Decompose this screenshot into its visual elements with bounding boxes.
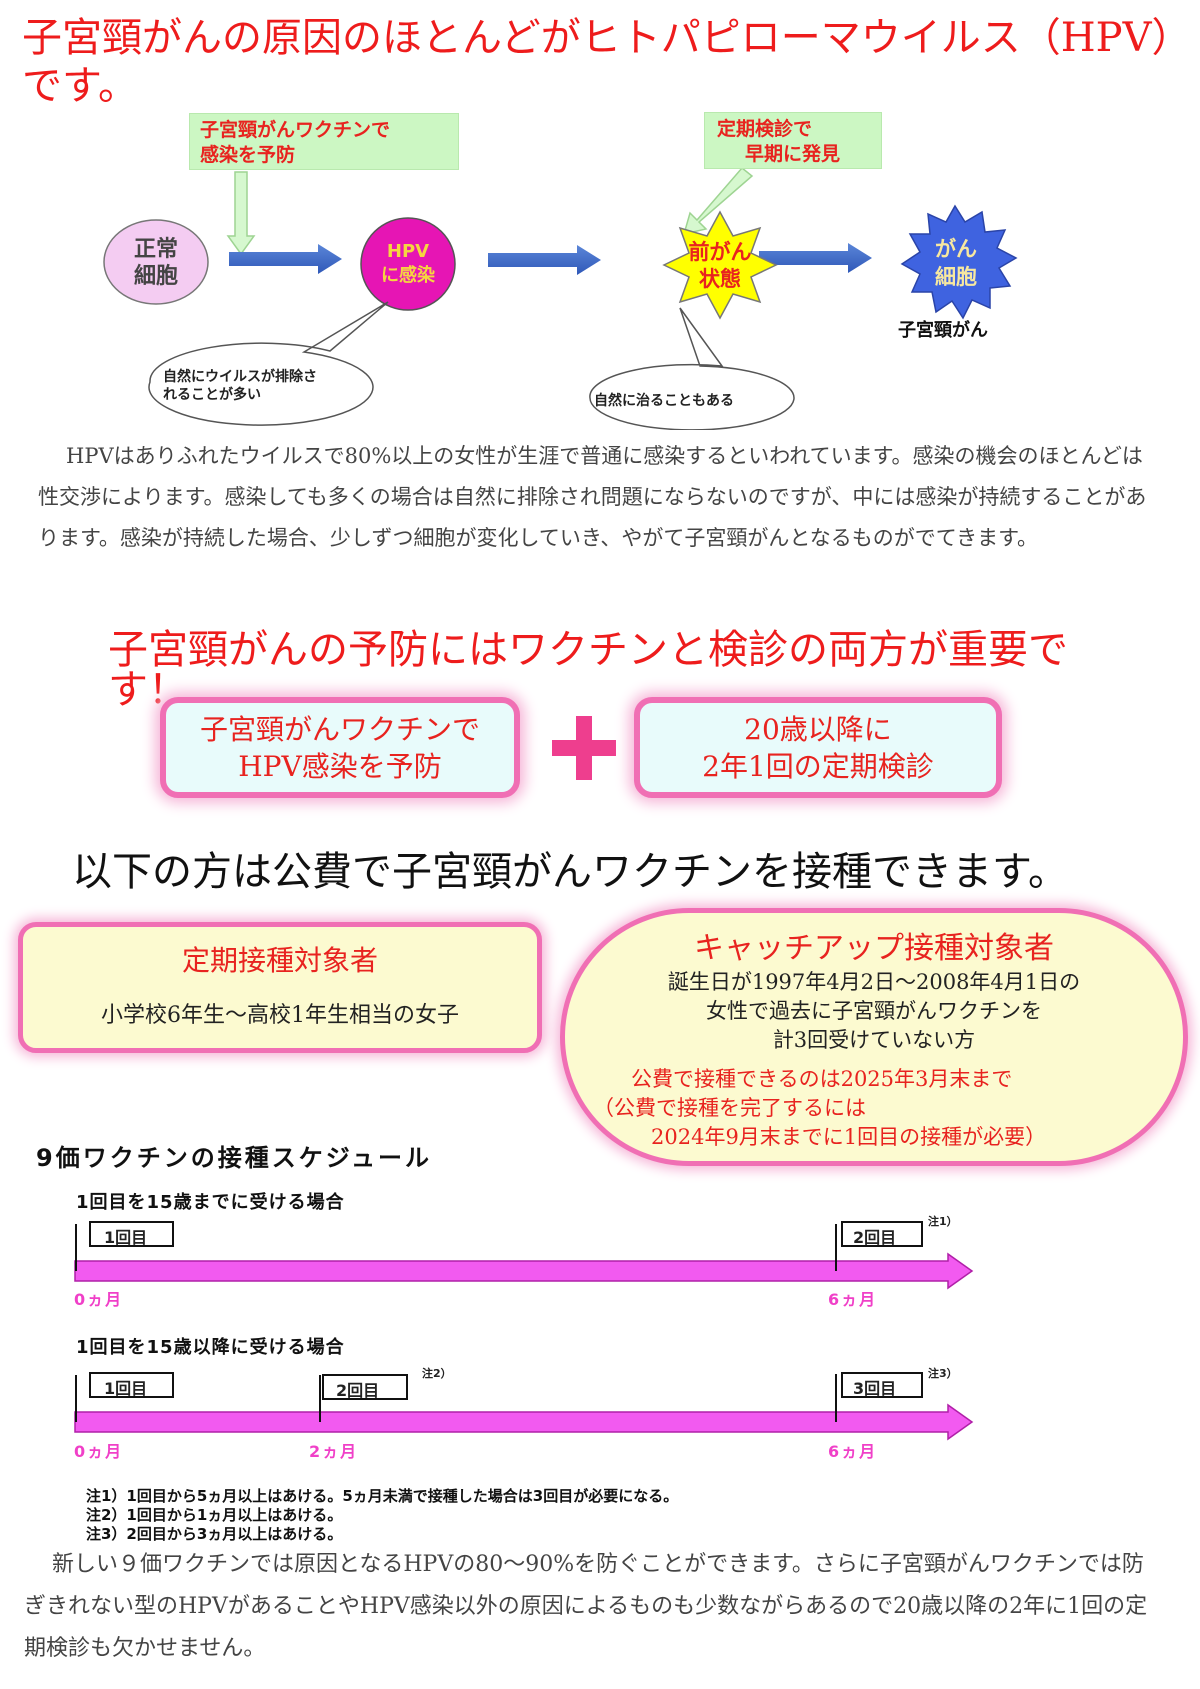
- headline-line-1: 子宮頸がんの原因のほとんどがヒトパピローマウイルス（HPV）: [22, 15, 1192, 61]
- screening-diagonal-arrow: [682, 166, 754, 236]
- catchup-body-line-2: 女性で過去に子宮頸がんワクチンを: [706, 999, 1042, 1023]
- catchup-body-line-1: 誕生日が1997年4月2日〜2008年4月1日の: [667, 970, 1081, 994]
- timeline-2-note-mark-1: 注3）: [928, 1367, 958, 1380]
- hpv-line-1: HPV: [386, 241, 430, 262]
- timeline-2-month-1: 2ヵ月: [309, 1442, 359, 1461]
- catchup-body: 誕生日が1997年4月2日〜2008年4月1日の 女性で過去に子宮頸がんワクチン…: [565, 968, 1183, 1055]
- prevention-heading-line-1: 子宮頸がんの予防にはワクチンと検診の両方が重要で: [108, 627, 1068, 673]
- timeline-2-flag-2: 3回目: [853, 1379, 897, 1398]
- normal-cell-line-1: 正常: [133, 237, 178, 262]
- bubble-right-text: 自然に治ることもある: [594, 393, 734, 409]
- nine-valent-paragraph: 新しい９価ワクチンでは原因となるHPVの80〜90%を防ぐことができます。さらに…: [24, 1552, 1148, 1661]
- catchup-deadline: 公費で接種できるのは2025年3月末まで （公費で接種を完了するには 2024年…: [565, 1065, 1183, 1152]
- routine-body: 小学校6年生〜高校1年生相当の女子: [101, 1003, 459, 1028]
- timeline-1-flag-0: 1回目: [104, 1228, 148, 1247]
- hpv-progression-diagram: 子宮頸がんワクチンで 感染を予防 定期検診で 早期に発見 正常 細胞 HPV に…: [0, 0, 1200, 430]
- screening-card-line-1: 20歳以降に: [744, 712, 892, 746]
- prevention-heading: 子宮頸がんの予防にはワクチンと検診の両方が重要で す！: [108, 630, 1188, 710]
- timeline-1-month-0: 0ヵ月: [74, 1290, 124, 1309]
- cancer-cell-shape: [900, 204, 1018, 320]
- normal-cell-line-2: 細胞: [133, 264, 178, 289]
- vaccine-prevention-card: 子宮頸がんワクチンで HPV感染を予防: [160, 697, 520, 798]
- precancer-star-shape: [662, 210, 778, 320]
- bubble-left-line-1: 自然にウイルスが排除さ: [163, 369, 317, 385]
- catchup-body-line-3: 計3回受けていない方: [772, 1028, 976, 1052]
- cancer-caption: 子宮頸がん: [898, 320, 988, 341]
- catchup-deadline-line-3: 2024年9月末までに1回目の接種が必要）: [651, 1125, 1047, 1149]
- vaccine-box-line-2: 感染を予防: [200, 144, 296, 166]
- timeline-2-flag-1: 2回目: [336, 1381, 380, 1400]
- cancer-line-1: がん: [935, 237, 977, 261]
- catchup-vaccination-card: キャッチアップ接種対象者 誕生日が1997年4月2日〜2008年4月1日の 女性…: [560, 908, 1188, 1166]
- catchup-deadline-line-1: 公費で接種できるのは2025年3月末まで: [631, 1067, 1013, 1091]
- screening-box-line-1: 定期検診で: [717, 118, 813, 140]
- catchup-title: キャッチアップ接種対象者: [694, 931, 1054, 966]
- arrow-normal-to-hpv: [229, 244, 342, 274]
- schedule-case1-title: 1回目を15歳までに受ける場合: [76, 1192, 345, 1213]
- page-headline: 子宮頸がんの原因のほとんどがヒトパピローマウイルス（HPV） です。: [22, 14, 1192, 110]
- normal-cell-label: 正常 細胞: [116, 236, 196, 290]
- timeline-2-arrow: [74, 1403, 974, 1441]
- hpv-line-2: に感染: [381, 265, 435, 286]
- screening-card: 20歳以降に 2年1回の定期検診: [634, 697, 1002, 798]
- arrow-precancer-to-cancer: [759, 243, 872, 273]
- precancer-label: 前がん 状態: [672, 239, 768, 293]
- timeline-1-arrow: [74, 1252, 974, 1290]
- timeline-1-month-1: 6ヵ月: [828, 1290, 878, 1309]
- schedule-case2-title: 1回目を15歳以降に受ける場合: [76, 1337, 345, 1358]
- bubble-right-shape: [589, 307, 795, 430]
- timeline-2-note-mark-0: 注2）: [422, 1367, 452, 1380]
- timeline-2-flag-0: 1回目: [104, 1379, 148, 1398]
- timeline-1-note-mark: 注1）: [928, 1215, 958, 1228]
- hpv-infection-shape: [360, 217, 456, 311]
- screening-box-line-2: 早期に発見: [745, 143, 841, 165]
- schedule-title: 9価ワクチンの接種スケジュール: [36, 1144, 433, 1172]
- bubble-left-shape: [148, 301, 389, 426]
- headline-line-2: です。: [22, 63, 138, 109]
- schedule-note-2: 注2）1回目から1ヵ月以上はあける。: [86, 1506, 343, 1524]
- timeline-1-flag-1: 2回目: [853, 1228, 897, 1247]
- vaccine-box-line-1: 子宮頸がんワクチンで: [200, 119, 391, 141]
- bubble-left-line-2: れることが多い: [163, 387, 261, 403]
- precancer-line-2: 状態: [699, 267, 741, 291]
- hpv-infection-label: HPV に感染: [361, 240, 455, 288]
- diagram-arrows: [103, 166, 1018, 430]
- timeline-2-month-2: 6ヵ月: [828, 1442, 878, 1461]
- vaccine-prevention-box: 子宮頸がんワクチンで 感染を予防: [189, 113, 459, 170]
- schedule-note-3: 注3）2回目から3ヵ月以上はあける。: [86, 1525, 343, 1543]
- vaccine-down-arrow: [226, 171, 256, 256]
- public-funding-heading: 以下の方は公費で子宮頸がんワクチンを接種できます。: [72, 849, 1068, 895]
- screening-card-line-2: 2年1回の定期検診: [702, 749, 934, 783]
- routine-title: 定期接種対象者: [181, 944, 378, 977]
- precancer-line-1: 前がん: [688, 240, 752, 264]
- cancer-line-2: 細胞: [935, 265, 977, 289]
- vaccine-card-line-2: HPV感染を予防: [238, 749, 442, 783]
- hpv-explanation-paragraph: HPVはありふれたウイルスで80%以上の女性が生涯で普通に感染するといわれていま…: [38, 444, 1147, 550]
- normal-cell-shape: [103, 219, 209, 305]
- plus-icon: [552, 716, 616, 780]
- routine-vaccination-card: 定期接種対象者 小学校6年生〜高校1年生相当の女子: [18, 922, 542, 1053]
- arrow-hpv-to-precancer: [488, 245, 601, 275]
- vaccine-card-line-1: 子宮頸がんワクチンで: [199, 712, 480, 746]
- cancer-cell-label: がん 細胞: [914, 235, 998, 291]
- catchup-deadline-line-2: （公費で接種を完了するには: [593, 1096, 866, 1120]
- timeline-2-month-0: 0ヵ月: [74, 1442, 124, 1461]
- schedule-notes: 注1）1回目から5ヵ月以上はあける。5ヵ月未満で接種した場合は3回目が必要になる…: [86, 1487, 1166, 1544]
- bubble-left-text: 自然にウイルスが排除さ れることが多い: [163, 368, 403, 404]
- schedule-note-1: 注1）1回目から5ヵ月以上はあける。5ヵ月未満で接種した場合は3回目が必要になる…: [86, 1487, 679, 1505]
- screening-box: 定期検診で 早期に発見: [704, 112, 882, 169]
